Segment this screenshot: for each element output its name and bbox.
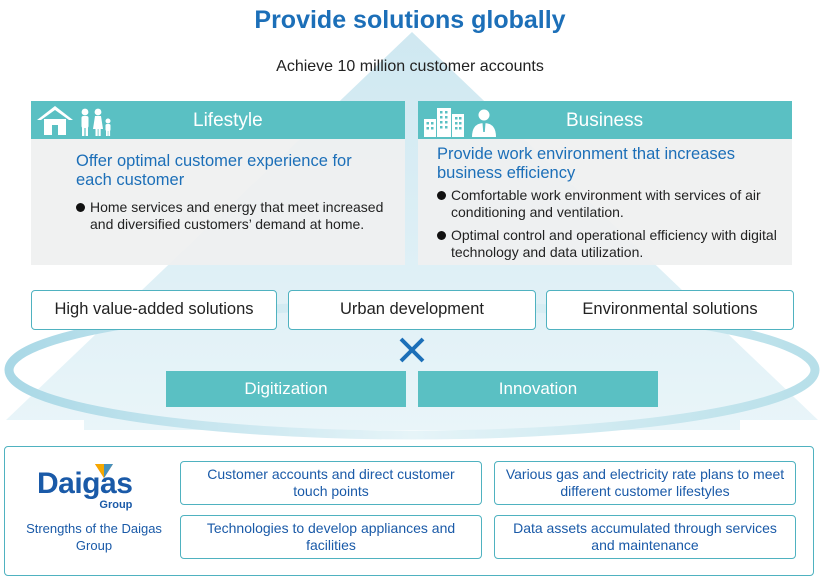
upward-arrow-shape <box>6 32 818 430</box>
strength-item-text: Technologies to develop appliances and f… <box>206 520 456 553</box>
bullet-icon <box>437 191 446 200</box>
buildings-icon <box>424 108 464 137</box>
business-bullet-text: Optimal control and operational efficien… <box>451 227 777 260</box>
list-item: Home services and energy that meet incre… <box>76 199 396 233</box>
lifestyle-bullet-list: Home services and energy that meet incre… <box>76 199 396 239</box>
list-item: Comfortable work environment with servic… <box>437 187 787 221</box>
list-item: Optimal control and operational efficien… <box>437 227 787 261</box>
business-title: Business <box>566 110 644 131</box>
strengths-box: Daigas Group Strengths of the Daigas Gro… <box>4 446 814 576</box>
family-icon <box>81 108 111 136</box>
business-bullet-list: Comfortable work environment with servic… <box>437 187 787 267</box>
strength-item-technologies: Technologies to develop appliances and f… <box>180 515 482 559</box>
driver-innovation: Innovation <box>418 371 658 407</box>
strengths-label: Strengths of the Daigas Group <box>26 521 162 553</box>
bullet-icon <box>437 231 446 240</box>
page-title: Provide solutions globally <box>254 6 566 34</box>
solution-environmental: Environmental solutions <box>546 290 794 330</box>
logo-name: Daigas <box>37 467 133 500</box>
solution-high-value-added: High value-added solutions <box>31 290 277 330</box>
businessman-icon <box>472 109 496 137</box>
business-panel: Business Provide work environment that i… <box>418 101 792 265</box>
solution-urban-development: Urban development <box>288 290 536 330</box>
business-bullet-text: Comfortable work environment with servic… <box>451 187 761 220</box>
business-header-icons <box>424 108 496 137</box>
lifestyle-bullet-text: Home services and energy that meet incre… <box>90 199 384 232</box>
cross-icon <box>399 337 425 363</box>
strength-item-data-assets: Data assets accumulated through services… <box>494 515 796 559</box>
strength-item-text: Various gas and electricity rate plans t… <box>505 466 785 499</box>
logo-group: Group <box>99 499 133 511</box>
bullet-icon <box>76 203 85 212</box>
business-header: Business <box>418 101 792 139</box>
strength-item-customer-accounts: Customer accounts and direct customer to… <box>180 461 482 505</box>
lifestyle-header: Lifestyle <box>31 101 405 139</box>
subtitle: Achieve 10 million customer accounts <box>276 58 544 75</box>
lifestyle-header-icons <box>37 106 111 136</box>
strength-item-text: Data assets accumulated through services… <box>513 520 777 553</box>
house-icon <box>37 106 73 135</box>
logo-mark-icon <box>95 464 113 478</box>
daigas-logo: Daigas Group <box>37 464 133 511</box>
strength-item-text: Customer accounts and direct customer to… <box>207 466 455 499</box>
lifestyle-title: Lifestyle <box>193 110 263 131</box>
driver-digitization: Digitization <box>166 371 406 407</box>
lifestyle-panel: Lifestyle Offer optimal customer experie… <box>31 101 405 265</box>
business-heading: Provide work environment that increases … <box>437 145 736 182</box>
strength-item-rate-plans: Various gas and electricity rate plans t… <box>494 461 796 505</box>
lifestyle-heading: Offer optimal customer experience for ea… <box>76 152 352 189</box>
